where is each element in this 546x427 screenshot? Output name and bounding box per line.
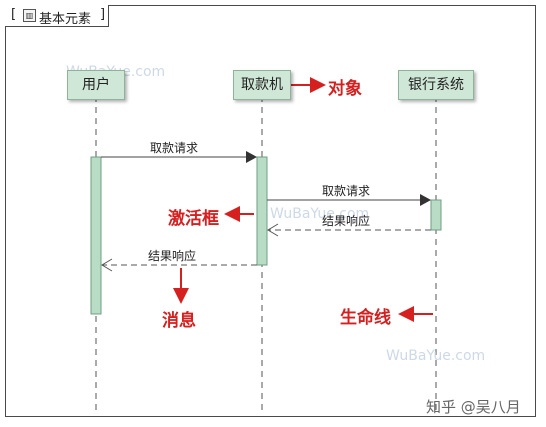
annotation-object: 对象 [328, 79, 362, 99]
annotation-lifeline: 生命线 [340, 308, 391, 328]
tab-close-bracket: ] [100, 7, 106, 22]
annotation-message: 消息 [162, 311, 196, 331]
watermark-middle: WuBaYue.com [270, 206, 370, 222]
message-arrowhead-2 [420, 194, 431, 206]
frame-title: 基本元素 [39, 12, 92, 27]
credit-label: 知乎 @吴八月 [426, 398, 521, 416]
message-arrowhead-1 [246, 151, 257, 163]
message-label-1: 取款请求 [150, 141, 199, 155]
activation-bank [430, 199, 442, 231]
lifeline-head-user: 用户 [67, 70, 125, 100]
annotation-activation: 激活框 [168, 209, 219, 229]
activation-user [90, 156, 102, 315]
tab-open-bracket: [ [11, 7, 17, 22]
message-label-4: 结果响应 [148, 249, 197, 263]
message-arrowhead-3 [267, 223, 279, 237]
frame-tab: [ ▥ 基本元素 ] [5, 5, 109, 27]
message-label-2: 取款请求 [322, 184, 371, 198]
message-arrowhead-4 [101, 258, 113, 272]
seq-diagram-icon: ▥ [23, 9, 36, 22]
lifeline-head-bank: 银行系统 [398, 70, 474, 100]
message-label-3: 结果响应 [322, 214, 371, 228]
watermark-bottom: WuBaYue.com [386, 348, 486, 364]
activation-atm [256, 156, 268, 266]
lifeline-head-atm: 取款机 [233, 70, 291, 100]
